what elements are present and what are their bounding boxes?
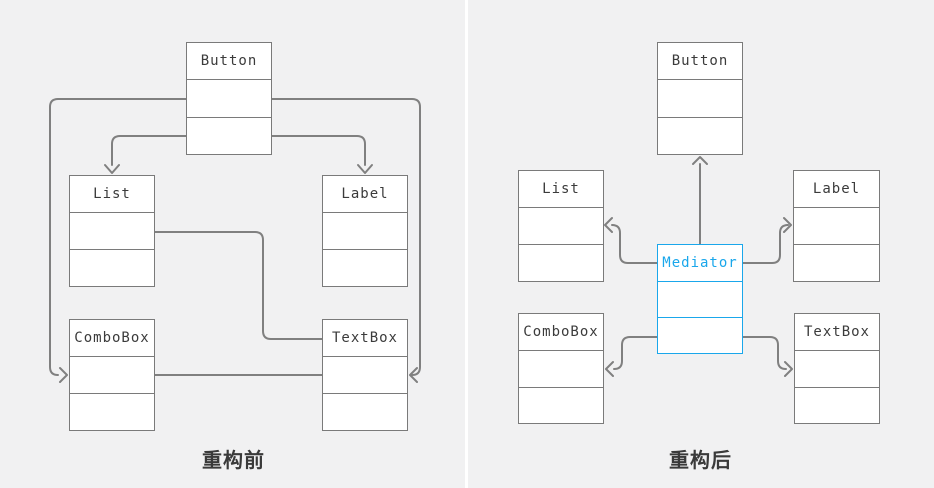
class-box-methods-compartment <box>323 250 407 286</box>
class-box-title: TextBox <box>795 314 879 351</box>
class-box-attributes-compartment <box>658 80 742 118</box>
class-box-title: List <box>70 176 154 213</box>
class-box-methods-compartment <box>187 118 271 155</box>
connector-mediator-to-button-arrow <box>692 156 708 245</box>
class-box-list-after: List <box>518 170 604 282</box>
connector-mediator-to-textbox-arrow <box>742 336 793 377</box>
class-box-attributes-compartment <box>519 208 603 245</box>
connector-button-to-label-arrow <box>271 135 373 174</box>
class-box-title: List <box>519 171 603 208</box>
class-box-methods-compartment <box>658 118 742 155</box>
class-box-attributes-compartment <box>794 208 879 245</box>
class-box-title: Button <box>187 43 271 80</box>
caption-after-refactoring: 重构后 <box>669 450 732 472</box>
class-box-title: TextBox <box>323 320 407 357</box>
connector-button-to-list-arrow <box>104 135 187 174</box>
class-box-button-after: Button <box>657 42 743 155</box>
class-box-attributes-compartment <box>70 357 154 394</box>
class-box-attributes-compartment <box>519 351 603 388</box>
connector-mediator-to-combobox-arrow <box>605 336 658 377</box>
connector-list-to-textbox <box>154 231 323 340</box>
class-box-methods-compartment <box>794 245 879 281</box>
connector-button-to-combobox-arrow <box>49 98 187 383</box>
class-box-attributes-compartment <box>795 351 879 388</box>
class-box-title: Mediator <box>658 245 742 282</box>
class-box-methods-compartment <box>519 245 603 281</box>
class-box-combobox-before: ComboBox <box>69 319 155 431</box>
class-box-label-before: Label <box>322 175 408 287</box>
panel-divider <box>465 0 468 488</box>
connector-button-to-textbox-arrow <box>271 98 421 383</box>
caption-before-refactoring: 重构前 <box>202 450 265 472</box>
class-box-title: Label <box>794 171 879 208</box>
class-box-attributes-compartment <box>323 357 407 394</box>
class-box-attributes-compartment <box>658 282 742 318</box>
class-box-attributes-compartment <box>70 213 154 250</box>
class-box-title: ComboBox <box>70 320 154 357</box>
class-box-title: Label <box>323 176 407 213</box>
class-box-title: Button <box>658 43 742 80</box>
class-box-combobox-after: ComboBox <box>518 313 604 424</box>
class-box-attributes-compartment <box>187 80 271 118</box>
class-box-textbox-before: TextBox <box>322 319 408 431</box>
class-box-list-before: List <box>69 175 155 287</box>
class-box-textbox-after: TextBox <box>794 313 880 424</box>
class-box-title: ComboBox <box>519 314 603 351</box>
class-box-label-after: Label <box>793 170 880 282</box>
connector-mediator-to-label-arrow <box>742 217 792 264</box>
class-box-methods-compartment <box>70 250 154 286</box>
class-box-methods-compartment <box>70 394 154 430</box>
class-box-methods-compartment <box>519 388 603 424</box>
class-box-mediator: Mediator <box>657 244 743 354</box>
class-box-attributes-compartment <box>323 213 407 250</box>
class-box-button-before: Button <box>186 42 272 155</box>
class-box-methods-compartment <box>658 318 742 353</box>
class-box-methods-compartment <box>323 394 407 430</box>
class-box-methods-compartment <box>795 388 879 424</box>
connector-mediator-to-list-arrow <box>604 217 658 264</box>
